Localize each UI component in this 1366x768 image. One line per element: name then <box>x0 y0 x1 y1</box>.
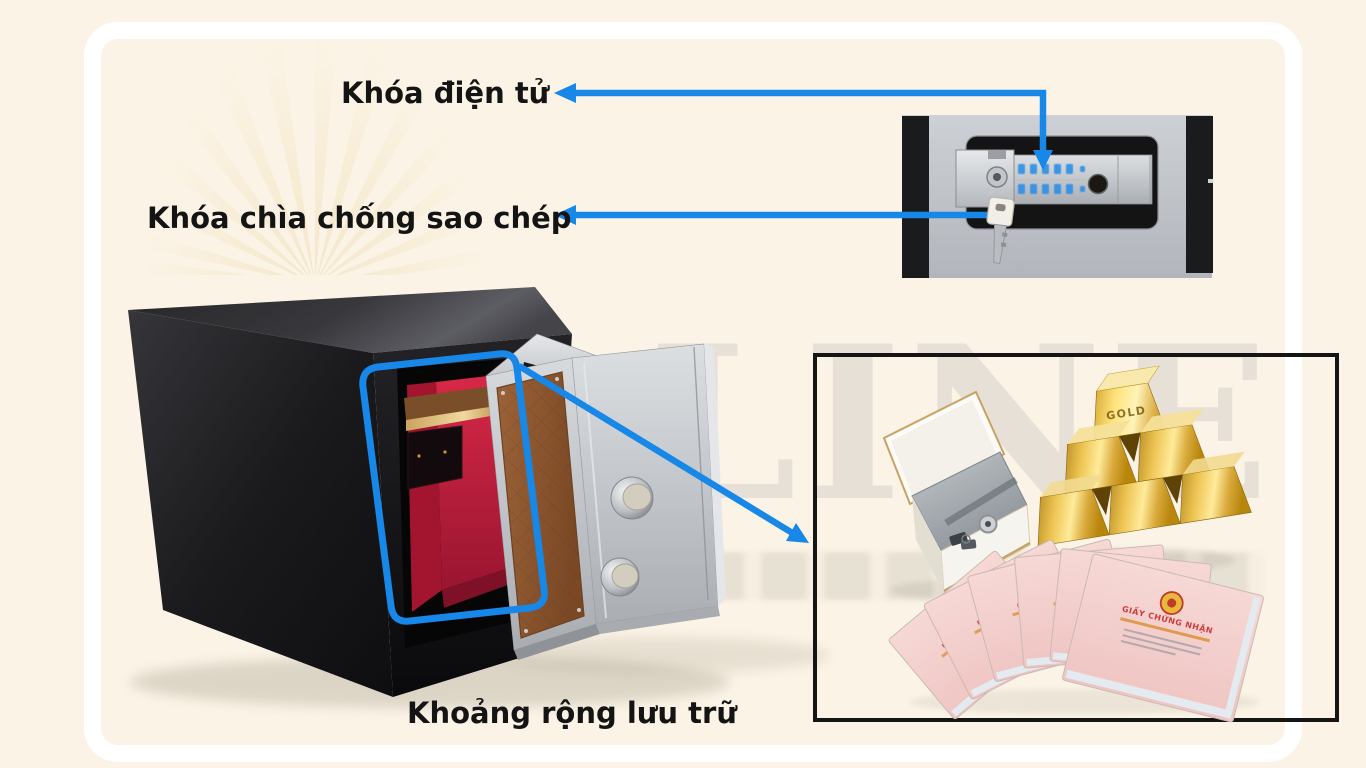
door-shadow <box>490 637 830 673</box>
white-frame <box>84 22 1302 762</box>
door-bolt <box>610 476 654 520</box>
label-anti-copy-key: Khóa chìa chống sao chép <box>147 201 572 235</box>
certificate: GIẤY CHỨNG NHẬN <box>1062 553 1264 723</box>
lock-panel-photo <box>902 115 1214 278</box>
safe-photo <box>128 287 830 708</box>
arrow-storage <box>517 363 809 543</box>
fingerprint-sensor <box>1087 173 1109 195</box>
arrowhead-right-icon <box>786 523 809 543</box>
callout-arrows <box>517 83 1053 543</box>
interior-recess <box>407 425 463 490</box>
panel-right-bar <box>1186 116 1213 273</box>
cash-box <box>882 390 1040 600</box>
gold-bar-label: GOLD <box>1105 404 1147 423</box>
arrowhead-left-icon <box>554 205 576 225</box>
label-storage-space: Khoảng rộng lưu trữ <box>407 696 737 730</box>
keypad-digits <box>1018 164 1085 194</box>
arrowhead-left-icon <box>554 83 576 103</box>
door-bolt <box>600 557 640 597</box>
label-electronic-lock: Khóa điện tử <box>341 76 550 110</box>
gold-bars: GOLD <box>1037 365 1252 572</box>
arrow-key-lock <box>554 205 990 225</box>
land-certificates: GIẤY CHỨNG NHẬN <box>888 538 1264 723</box>
arrow-electronic-lock <box>554 83 1053 170</box>
safe-door <box>485 333 726 660</box>
storage-highlight-outline <box>359 350 548 625</box>
cash-box-keys <box>949 531 977 550</box>
interior-shelf <box>404 385 502 420</box>
sunburst-fade <box>140 30 490 285</box>
inset-box-border <box>813 353 1339 722</box>
panel-left-bar <box>902 116 929 278</box>
inset-box: GOLD <box>813 353 1339 723</box>
arrowhead-down-icon <box>1033 150 1053 170</box>
key-in-lock <box>986 196 1015 264</box>
